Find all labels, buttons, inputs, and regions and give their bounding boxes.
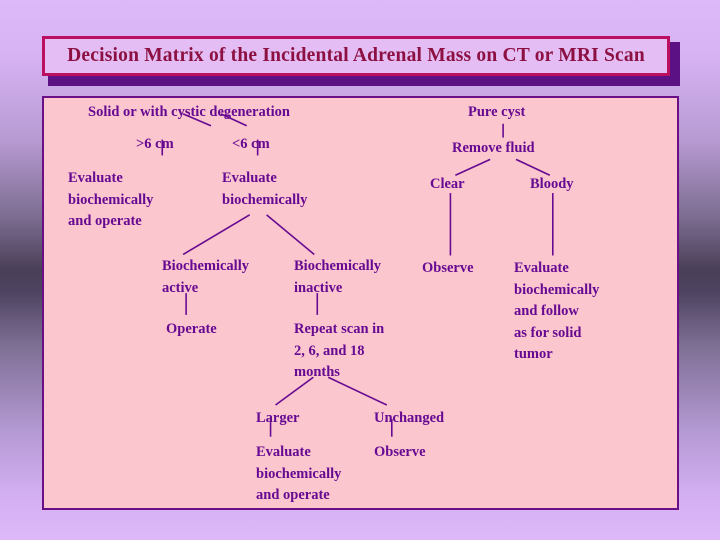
node-bloody-evaluate[interactable]: Evaluate biochemically and follow as for… (514, 260, 600, 362)
node-operate[interactable]: Operate (166, 321, 217, 337)
node-pure-cyst[interactable]: Pure cyst (468, 104, 526, 120)
connector-evalbio-to-inactive (266, 214, 315, 256)
node-biochemically-active[interactable]: Biochemically active (162, 258, 249, 296)
connector-removefluid-to-bloody (515, 158, 551, 176)
node-remove-fluid[interactable]: Remove fluid (452, 140, 535, 156)
node-solid[interactable]: Solid or with cystic degeneration (88, 104, 290, 120)
node-larger-evaluate[interactable]: Evaluate biochemically and operate (256, 444, 342, 503)
node-larger[interactable]: Larger (256, 410, 300, 426)
connector-removefluid-to-clear (455, 158, 491, 176)
title-box: Decision Matrix of the Incidental Adrena… (42, 36, 670, 76)
node-lt6[interactable]: <6 cm (232, 136, 270, 152)
node-evaluate-biochemically[interactable]: Evaluate biochemically (222, 170, 308, 208)
node-clear-observe[interactable]: Observe (422, 260, 474, 276)
node-repeat-scan[interactable]: Repeat scan in 2, 6, and 18 months (294, 321, 385, 380)
node-evaluate-and-operate[interactable]: Evaluate biochemically and operate (68, 170, 154, 229)
node-unchanged-observe[interactable]: Observe (374, 444, 426, 460)
node-bloody[interactable]: Bloody (530, 176, 574, 192)
connector-evalbio-to-active (182, 214, 251, 256)
page-title: Decision Matrix of the Incidental Adrena… (67, 45, 645, 66)
decision-tree-panel: Solid or with cystic degeneration >6 cm … (42, 96, 679, 510)
node-gt6[interactable]: >6 cm (136, 136, 174, 152)
node-biochemically-inactive[interactable]: Biochemically inactive (294, 258, 381, 296)
node-unchanged[interactable]: Unchanged (374, 410, 445, 426)
node-clear[interactable]: Clear (430, 176, 465, 192)
